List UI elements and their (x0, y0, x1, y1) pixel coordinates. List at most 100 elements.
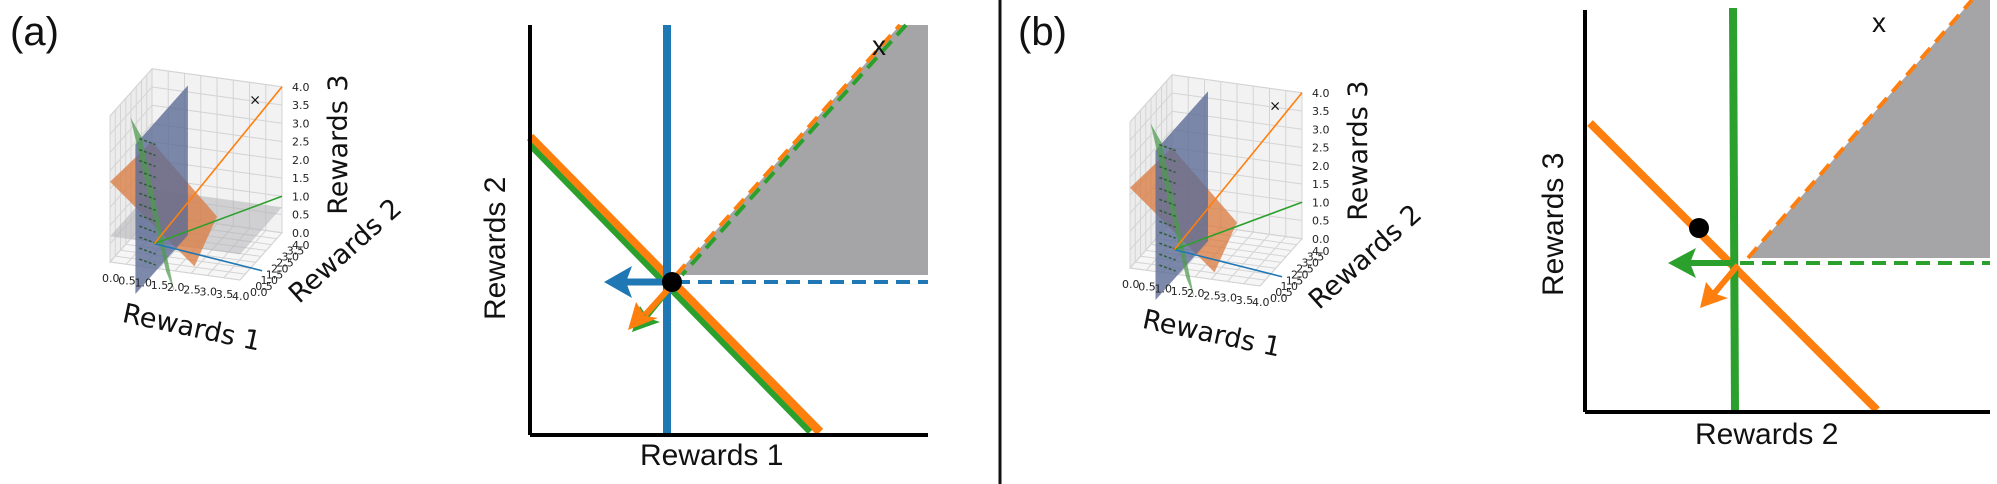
arrow-orange-shaft (1709, 263, 1741, 298)
plane-hatch (1159, 176, 1176, 185)
x-tick-label: 0.0 (1122, 278, 1140, 291)
z-tick-label: 3.0 (1312, 123, 1330, 136)
z-tick-label: 4.0 (292, 81, 310, 94)
z-tick-label: 3.5 (292, 99, 310, 112)
x-tick-label: 1.5 (1171, 285, 1189, 298)
x-tick-label: 2.5 (183, 283, 201, 296)
x-axis-title: Rewards 2 (1695, 418, 1838, 451)
y-tick-label: 4.0 (292, 239, 310, 252)
y-tick-label: 3.5 (287, 245, 305, 258)
grid-line (1171, 74, 1303, 94)
y-tick-label: 3.0 (1302, 257, 1320, 270)
plane-blue (1155, 91, 1208, 301)
plane-hatch (1159, 209, 1176, 217)
plane-hatch (139, 258, 156, 266)
grid-line (151, 86, 283, 106)
y-tick-label: 1.5 (266, 268, 284, 281)
z-tick-label: 3.5 (1312, 105, 1330, 118)
y-tick-label: 3.5 (1307, 251, 1325, 264)
plane-hatch (139, 236, 156, 244)
z-tick-label: 0.0 (1312, 233, 1330, 246)
axis-title-rewards-1: Rewards 1 (1140, 304, 1284, 364)
x-axis-title: Rewards 1 (640, 439, 783, 472)
y-tick-label: 2.0 (1291, 268, 1309, 281)
x-tick-label: 1.5 (151, 279, 169, 292)
panel-label-b: (b) (1018, 10, 1067, 54)
line-green (1174, 201, 1303, 251)
z-tick-label: 2.0 (1312, 160, 1330, 173)
solid-green-line (1729, 7, 1739, 413)
z-tick-label: 2.5 (1312, 142, 1330, 155)
plane-hatch (1159, 253, 1176, 261)
plane-hatch (139, 247, 156, 255)
marker-x: x (872, 30, 886, 61)
y-tick-label: 4.0 (1312, 245, 1330, 258)
x-tick-label: 3.0 (200, 286, 218, 299)
line-blue (1174, 248, 1283, 278)
arrow-blue-head (604, 266, 632, 298)
grid-line (109, 123, 153, 172)
z-tick-label: 0.5 (292, 209, 310, 222)
y-tick-label: 1.0 (1281, 280, 1299, 293)
grid-line (1227, 233, 1270, 282)
plane-hatch (139, 192, 156, 200)
dashed-orange-ray (674, 23, 902, 277)
line-orange (1173, 92, 1303, 251)
feasible-region (1748, 0, 1990, 258)
panel-label-a: (a) (10, 10, 59, 54)
x-tick-label: 1.0 (135, 277, 153, 290)
dashed-green-ray (680, 23, 908, 277)
plane-hatch (139, 137, 156, 146)
y-tick-label: 0.0 (1270, 292, 1288, 305)
grid-line (109, 86, 153, 135)
marker-x: × (249, 92, 261, 108)
grid-line (1210, 231, 1254, 280)
grid-line (1243, 236, 1287, 285)
z-tick-label: 1.0 (292, 190, 310, 203)
y-axis-title: Rewards 2 (479, 177, 512, 320)
x-tick-label: 4.0 (1252, 296, 1270, 309)
z-tick-label: 1.5 (1312, 178, 1330, 191)
arrow-orange-head (628, 302, 658, 330)
grid-line (151, 68, 283, 88)
y-tick-label: 0.5 (255, 280, 273, 293)
x-tick-label: 0.5 (1138, 280, 1156, 293)
z-tick-label: 1.5 (292, 172, 310, 185)
y-tick-label: 0.0 (250, 286, 268, 299)
grid-line (1129, 129, 1173, 178)
grid-line (1259, 238, 1303, 287)
plane-hatch (1159, 198, 1176, 206)
y-tick-label: 1.0 (261, 274, 279, 287)
x-tick-label: 0.0 (102, 272, 120, 285)
plane-hatch (1159, 154, 1176, 163)
arrow-green-head (1668, 248, 1696, 278)
optimum-point (662, 272, 682, 292)
z-tick-label: 3.0 (292, 117, 310, 130)
y-tick-label: 3.0 (282, 251, 300, 264)
z-tick-label: 4.0 (1312, 87, 1330, 100)
marker-x: × (1269, 98, 1281, 114)
z-tick-label: 0.5 (1312, 215, 1330, 228)
plane-hatch (1159, 242, 1176, 250)
grid-line (109, 68, 153, 117)
grid-line (239, 232, 283, 281)
y-tick-label: 2.5 (276, 257, 294, 270)
x-tick-label: 3.5 (216, 288, 234, 301)
plane-hatch (1159, 220, 1176, 228)
grid-line (109, 104, 153, 153)
axis-title-rewards-3: Rewards 3 (323, 74, 354, 214)
plane-blue (135, 85, 188, 295)
y-tick-label: 2.0 (271, 262, 289, 275)
x-tick-label: 3.0 (1220, 292, 1238, 305)
grid-line (223, 230, 267, 279)
z-tick-label: 1.0 (1312, 196, 1330, 209)
x-tick-label: 3.5 (1236, 294, 1254, 307)
plane-hatch (139, 225, 156, 233)
axis-title-rewards-1: Rewards 1 (120, 298, 264, 358)
line-green (154, 195, 283, 245)
plane-hatch (1159, 264, 1176, 272)
plane-hatch (1159, 187, 1176, 196)
